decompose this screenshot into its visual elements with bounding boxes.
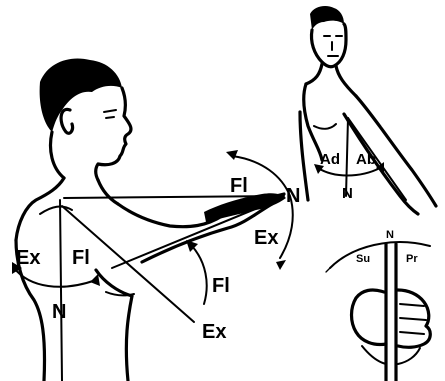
label-forearm-flexion: Fl (212, 275, 230, 297)
label-forearm-extension: Ex (202, 321, 226, 343)
label-body-neutral: N (52, 301, 66, 323)
hand-figure-fingers (400, 304, 426, 334)
label-hand-neutral-rod: N (386, 229, 394, 241)
label-shoulder-extension: Ex (16, 247, 40, 269)
label-shoulder-flexion: Fl (72, 247, 90, 269)
main-figure-upper-arm (96, 204, 222, 296)
label-hand-extension: Ex (254, 227, 278, 249)
hand-arc-arrow-top (226, 150, 238, 160)
main-figure-hair (40, 58, 122, 132)
label-supination: Su (356, 253, 370, 265)
shoulder-figure-head (311, 24, 346, 67)
body-axis-line (60, 200, 62, 381)
label-adduction: Ad (320, 151, 340, 168)
forearm-arc (192, 246, 207, 304)
hand-figure-arc-tick-left (326, 268, 330, 272)
main-figure: Ex Fl N Fl N Ex Fl Ex (12, 58, 300, 381)
hand-figure-rod (386, 244, 396, 381)
shoulder-figure-chest (314, 124, 336, 129)
main-figure-eye (104, 110, 116, 118)
main-figure-neck (16, 178, 118, 240)
label-pronation: Pr (406, 253, 418, 265)
label-hand-neutral: N (286, 185, 300, 207)
shoulder-figure-hair (310, 6, 344, 30)
shoulder-figure-neck (306, 64, 356, 96)
hand-arc-arrow-bottom (276, 260, 286, 270)
label-hand-flexion: Fl (230, 175, 248, 197)
shoulder-figure: Ad Ab N (300, 6, 436, 214)
shoulder-figure-torso (300, 84, 322, 200)
shoulder-figure-arc (318, 168, 380, 176)
hand-figure: N Su Pr (326, 229, 430, 381)
label-shoulder-neutral: N (342, 185, 353, 202)
shoulder-figure-face (324, 36, 342, 56)
label-abduction: Ab (356, 151, 376, 168)
main-figure-ear (61, 109, 72, 133)
